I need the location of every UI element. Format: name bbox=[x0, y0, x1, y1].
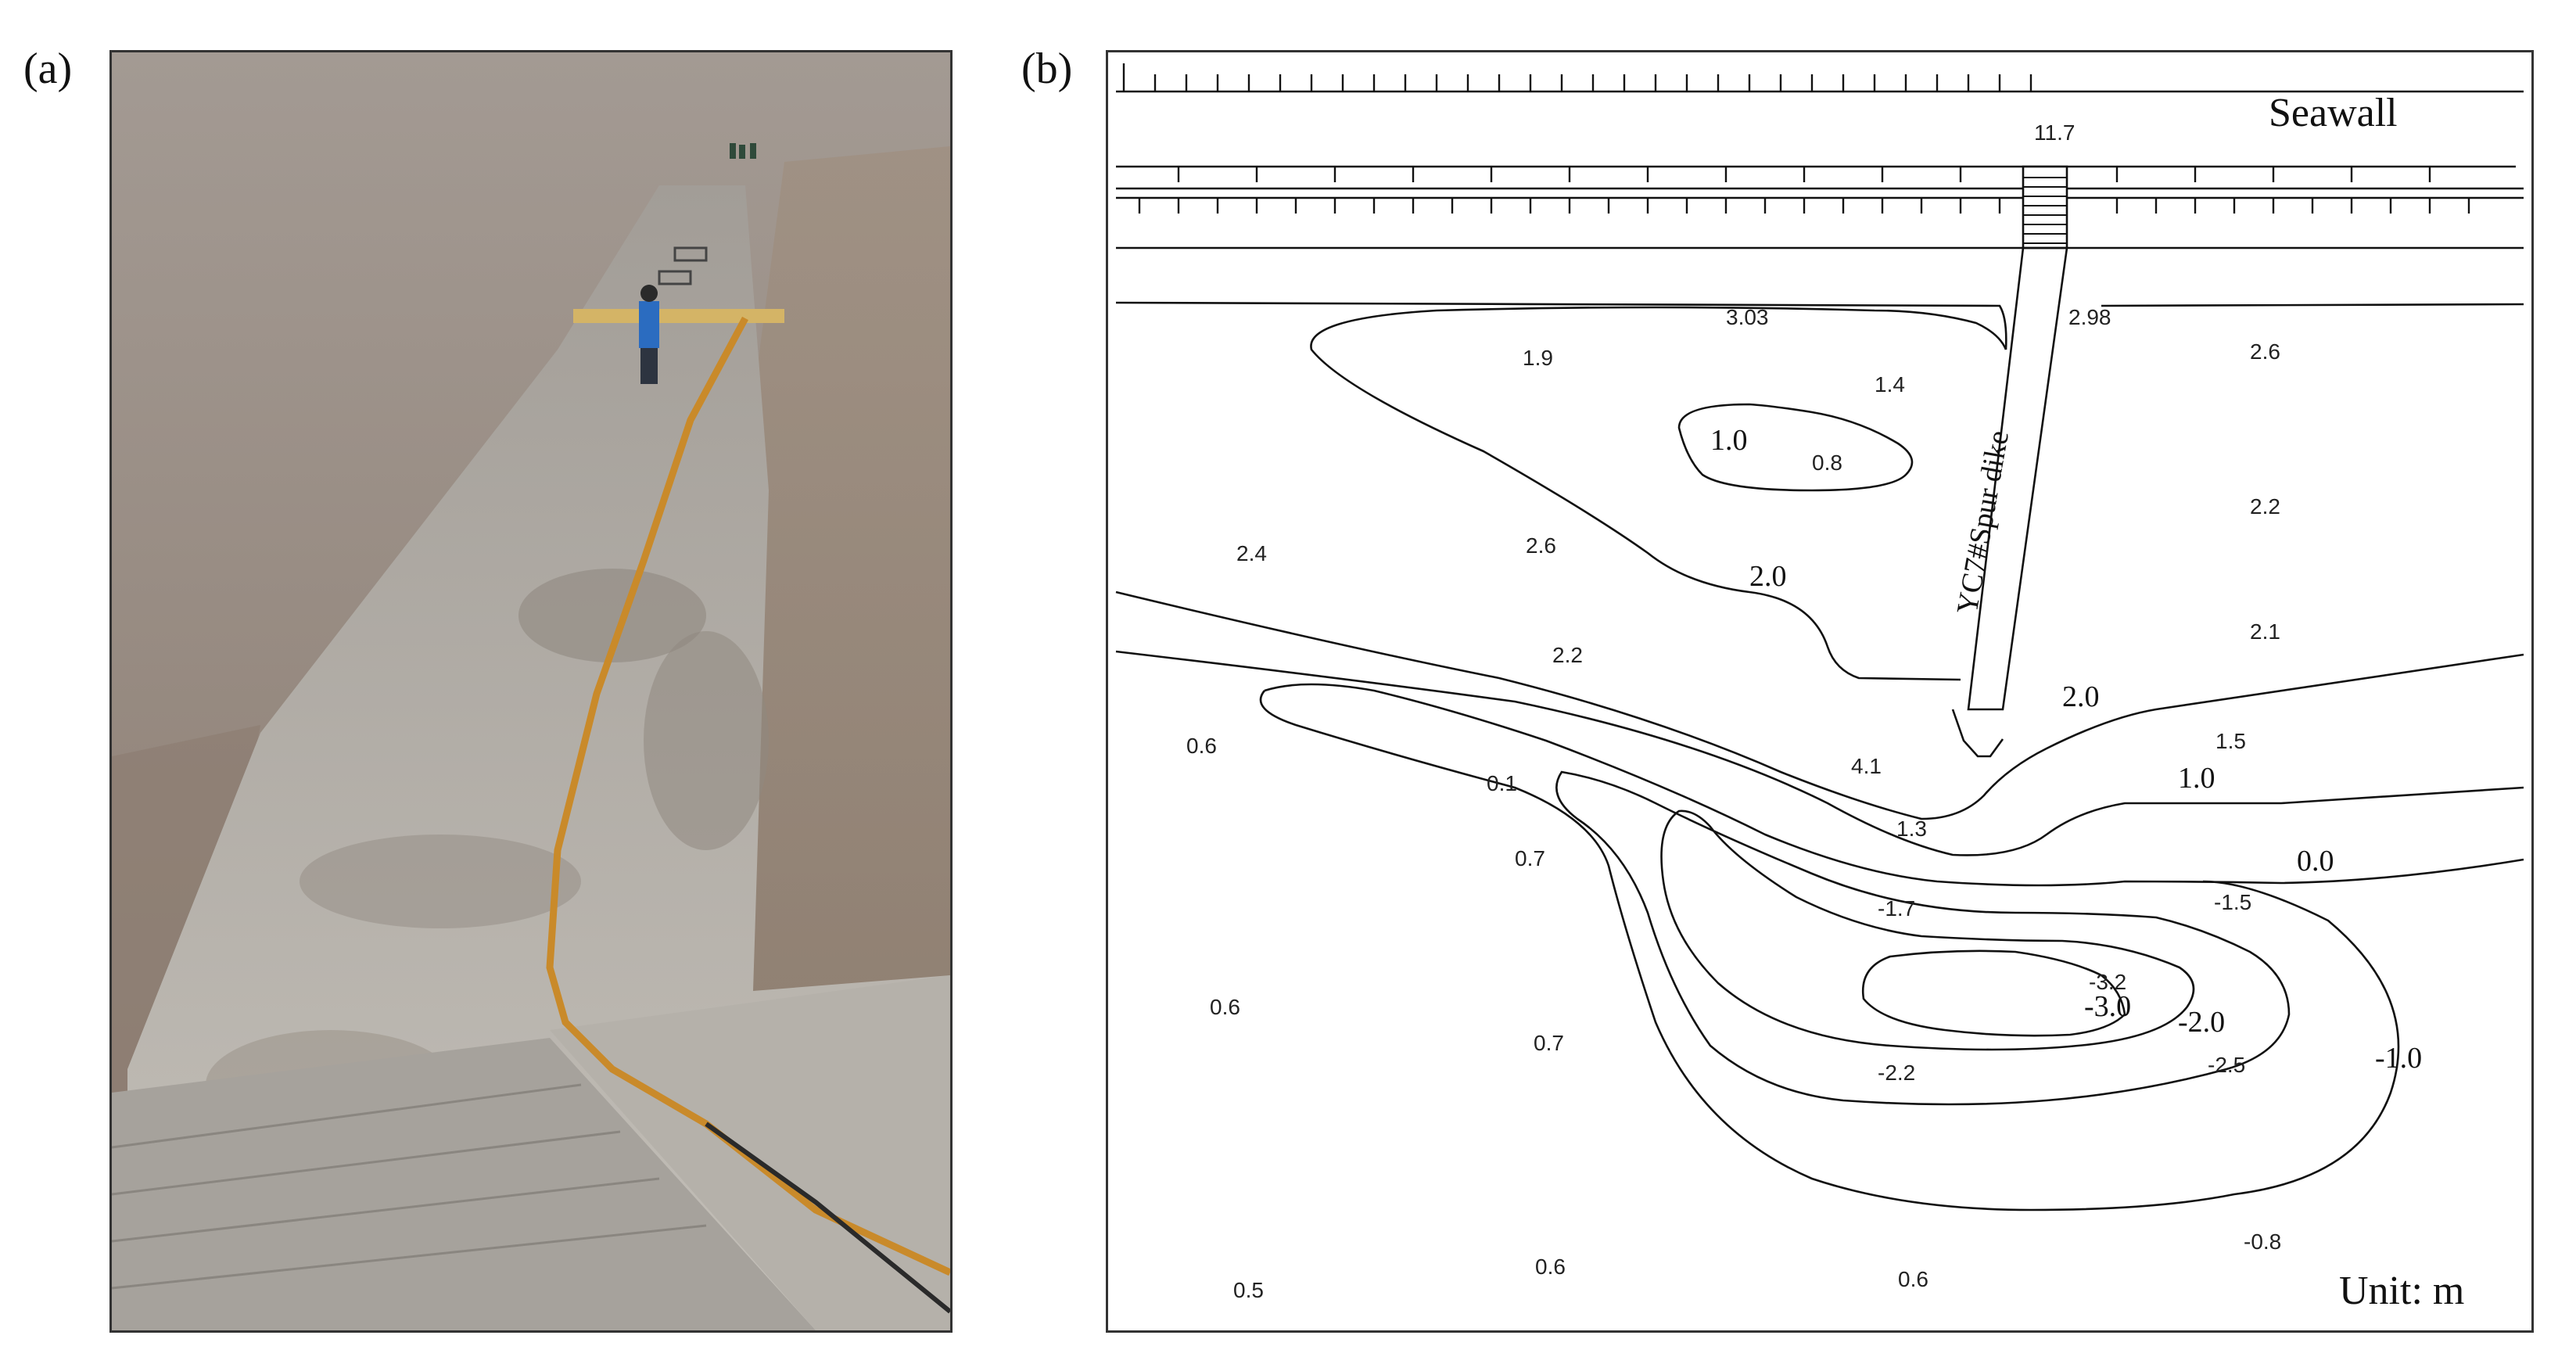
value-label: 0.7 bbox=[1515, 846, 1545, 870]
value-label: 2.6 bbox=[1526, 533, 1556, 558]
value-label: 0.6 bbox=[1535, 1255, 1566, 1279]
value-label: 2.2 bbox=[1552, 643, 1583, 667]
value-label: 2.2 bbox=[2250, 494, 2280, 519]
value-label: 1.5 bbox=[2215, 729, 2246, 753]
unit-label: Unit: m bbox=[2339, 1269, 2464, 1313]
contour-line bbox=[1555, 770, 2291, 1106]
frame-box bbox=[673, 246, 708, 262]
spur-dike-root bbox=[2022, 165, 2068, 249]
sand-bag-barrier bbox=[573, 309, 784, 323]
contour-line bbox=[1115, 590, 2524, 820]
wet-patch bbox=[300, 835, 581, 928]
panel-a-label: (a) bbox=[23, 45, 73, 93]
contour-label: 2.0 bbox=[1749, 560, 1787, 593]
contour-line bbox=[1264, 683, 2524, 887]
value-label: 0.8 bbox=[1812, 450, 1842, 475]
distant-people bbox=[730, 143, 756, 159]
value-label: 2.98 bbox=[2068, 305, 2111, 329]
seawall-label: Seawall bbox=[2269, 91, 2398, 135]
value-label: -0.8 bbox=[2244, 1229, 2281, 1254]
value-label: -1.5 bbox=[2214, 890, 2251, 914]
spur-dike-photo bbox=[109, 50, 953, 1333]
contour-label: -3.0 bbox=[2084, 990, 2131, 1023]
seawall-lines bbox=[1116, 63, 2524, 249]
value-label: -1.7 bbox=[1878, 896, 1915, 921]
contour-line bbox=[2101, 303, 2524, 307]
value-label: 0.6 bbox=[1186, 734, 1217, 758]
spur-dike-body bbox=[1967, 246, 2068, 711]
value-label: 11.7 bbox=[2034, 120, 2075, 145]
contour-line bbox=[1115, 650, 2524, 856]
value-label: 0.6 bbox=[1898, 1267, 1928, 1291]
value-label: 1.4 bbox=[1875, 372, 1905, 397]
contour-line bbox=[1259, 690, 2400, 1211]
seawall-steps bbox=[112, 1038, 816, 1330]
frame-box bbox=[658, 270, 692, 285]
spur-dike-label: YC7#Spur dike bbox=[1951, 428, 2016, 616]
contour-label: -2.0 bbox=[2178, 1006, 2225, 1039]
value-label: -3.2 bbox=[2089, 970, 2126, 994]
person-head bbox=[640, 285, 658, 302]
black-cable bbox=[705, 1122, 950, 1314]
wet-patch bbox=[644, 631, 769, 850]
panel-b-label: (b) bbox=[1021, 45, 1073, 93]
contour-line bbox=[1310, 306, 2007, 681]
value-label: 0.5 bbox=[1233, 1278, 1264, 1302]
contour-line bbox=[1951, 709, 2004, 758]
step-lines bbox=[112, 1083, 707, 1290]
value-label: 0.1 bbox=[1487, 771, 1517, 795]
value-label: 1.3 bbox=[1896, 817, 1927, 841]
value-label: 0.7 bbox=[1534, 1031, 1564, 1055]
contour-line bbox=[1861, 949, 2126, 1037]
value-label: 2.1 bbox=[2250, 619, 2280, 644]
value-label: 0.6 bbox=[1210, 995, 1240, 1019]
contour-line bbox=[1660, 809, 2195, 1051]
value-label: 2.6 bbox=[2250, 339, 2280, 364]
value-label: 2.4 bbox=[1236, 541, 1267, 565]
contour-label: 1.0 bbox=[1710, 424, 1748, 457]
scour-contour-map: Seawall Unit: m YC7#Spur dike 1.0 2.0 2.… bbox=[1106, 50, 2534, 1333]
value-label: -2.5 bbox=[2208, 1053, 2245, 1077]
person-body bbox=[639, 301, 659, 348]
person-legs bbox=[640, 348, 658, 384]
value-label: 4.1 bbox=[1851, 754, 1882, 778]
value-label: 1.9 bbox=[1523, 346, 1553, 370]
value-label: -2.2 bbox=[1878, 1061, 1915, 1085]
contour-label: -1.0 bbox=[2375, 1042, 2422, 1075]
contour-label: 0.0 bbox=[2297, 845, 2334, 878]
contour-line bbox=[1677, 403, 1914, 492]
contour-line bbox=[1115, 301, 2007, 350]
contour-label: 1.0 bbox=[2178, 762, 2215, 795]
contour-label: 2.0 bbox=[2062, 680, 2100, 713]
value-label: 3.03 bbox=[1726, 305, 1769, 329]
wet-patch bbox=[518, 569, 706, 662]
